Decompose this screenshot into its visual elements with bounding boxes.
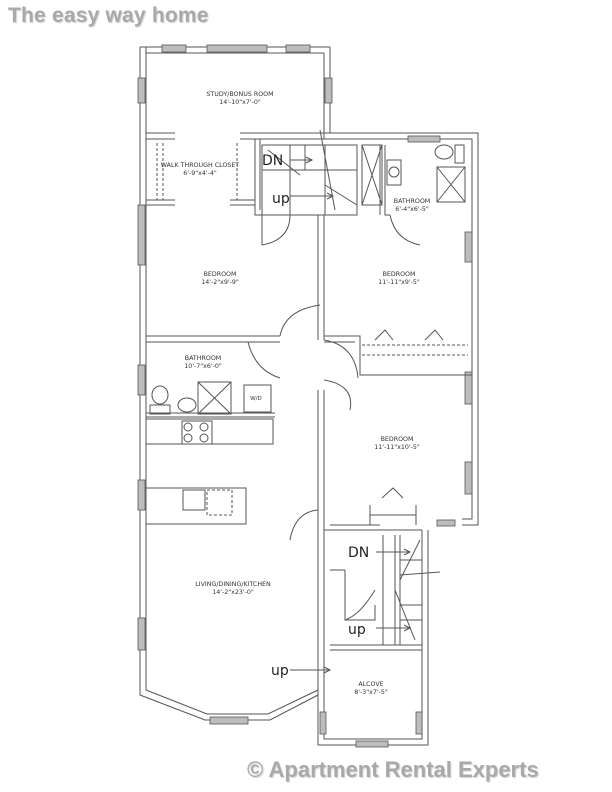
room-label-bath-top: BATHROOM — [394, 198, 430, 205]
room-label-bedroom-3: BEDROOM — [381, 436, 414, 443]
stair-up-bottom: up — [348, 622, 366, 638]
room-size-alcove: 8'-3"x7'-5" — [354, 689, 388, 696]
room-size-bedroom-3: 11'-11"x10'-5" — [374, 444, 420, 451]
room-label-bedroom-2: BEDROOM — [383, 271, 416, 278]
stairs-bottom — [290, 535, 441, 674]
room-size-living: 14'-2"x23'-0" — [212, 589, 254, 596]
washer-dryer-label: W/D — [250, 396, 262, 402]
outer-walls — [139, 46, 479, 746]
stairs-top — [261, 129, 383, 216]
stair-dn-bottom: DN — [348, 545, 369, 561]
room-label-bedroom-1: BEDROOM — [204, 271, 237, 278]
room-size-closet: 6'-9"x4'-4" — [183, 170, 217, 177]
stair-up-living: up — [271, 663, 289, 679]
room-size-bath-top: 6'-4"x6'-5" — [395, 206, 429, 213]
stair-dn-top: DN — [262, 153, 283, 169]
room-label-bath-mid: BATHROOM — [185, 355, 221, 362]
room-labels: STUDY/BONUS ROOM 14'-10"x7'-0" WALK THRO… — [161, 91, 430, 696]
windows — [137, 44, 473, 748]
copyright-watermark: © Apartment Rental Experts — [247, 757, 539, 782]
tagline: The easy way home — [8, 4, 209, 27]
room-size-study: 14'-10"x7'-0" — [219, 99, 261, 106]
closets — [362, 329, 468, 525]
room-label-closet: WALK THROUGH CLOSET — [161, 162, 240, 169]
room-size-bath-mid: 10'-7"x6'-0" — [184, 363, 222, 370]
fixtures — [145, 144, 466, 525]
interior-walls — [146, 132, 472, 651]
room-label-living: LIVING/DINING/KITCHEN — [195, 581, 271, 588]
doors — [247, 214, 421, 621]
room-label-study: STUDY/BONUS ROOM — [206, 91, 273, 98]
room-size-bedroom-2: 11'-11"x9'-5" — [378, 279, 420, 286]
stair-up-top: up — [272, 191, 290, 207]
room-label-alcove: ALCOVE — [358, 681, 383, 688]
room-size-bedroom-1: 14'-2"x9'-9" — [201, 279, 239, 286]
